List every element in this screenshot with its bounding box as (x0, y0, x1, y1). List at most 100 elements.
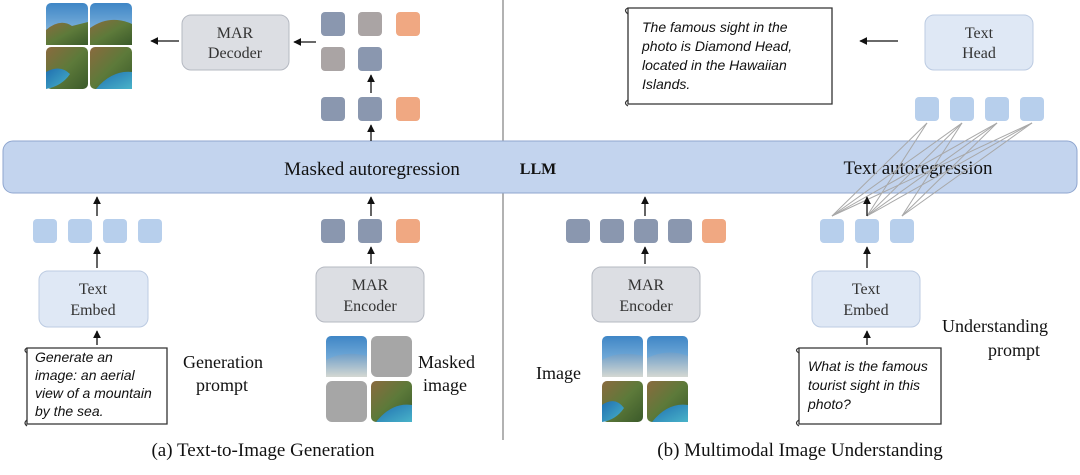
output-text-tokens (915, 97, 1044, 121)
attention-line (831, 122, 928, 217)
answer-line-1: The famous sight in the (642, 19, 788, 35)
image-label: Image (536, 363, 581, 383)
token (634, 219, 658, 243)
text-embed-box-right: Text Embed (811, 270, 921, 328)
image-tokens-right (566, 219, 726, 243)
mar-encoder-box-left: MAR Encoder (315, 266, 425, 323)
decoder-token-grid (321, 12, 420, 71)
text-head-rect (924, 14, 1034, 71)
scroll-curl (24, 347, 28, 427)
token (358, 97, 382, 121)
prompt-line-1: Generate an (35, 349, 113, 365)
mar-decoder-line2: Decoder (208, 45, 263, 62)
mar-encoder-line2: Encoder (619, 298, 673, 315)
token (915, 97, 939, 121)
token (321, 97, 345, 121)
token (321, 47, 345, 71)
token (950, 97, 974, 121)
image-tile-1-city (602, 353, 643, 377)
text-embed-rect (811, 270, 921, 328)
text-head-box: Text Head (924, 14, 1034, 71)
masked-image-label-2: image (423, 375, 467, 395)
image-tile-3-sea (602, 401, 624, 422)
masked-tile-4-sea (376, 404, 412, 422)
token (855, 219, 879, 243)
llm-output-tokens-left (321, 97, 420, 121)
token (890, 219, 914, 243)
token (321, 219, 345, 243)
gen-tile-1-land (46, 22, 88, 45)
mar-decoder-rect (181, 14, 290, 71)
generation-prompt-label-2: prompt (196, 375, 248, 395)
masked-autoregression-label: Masked autoregression (284, 159, 460, 180)
question-line-1: What is the famous (808, 358, 928, 374)
answer-line-2: photo is Diamond Head, (641, 38, 792, 54)
encoder-tokens-left (321, 219, 420, 243)
token (33, 219, 57, 243)
token (103, 219, 127, 243)
text-embed-rect (38, 270, 149, 328)
image-tile-4-sea (652, 404, 688, 422)
scroll-body (798, 347, 942, 425)
token (566, 219, 590, 243)
masked-tile-1-city (326, 353, 367, 377)
attention-line (866, 122, 963, 217)
mar-encoder-rect (591, 266, 701, 323)
attention-line (901, 122, 963, 217)
token (985, 97, 1009, 121)
token (138, 219, 162, 243)
llm-band: Masked autoregression LLM Text autoregre… (2, 140, 1078, 194)
prompt-line-2: image: an aerial (35, 367, 136, 383)
text-embed-line2: Embed (70, 302, 115, 319)
answer-line-3: located in the Hawaiian (642, 57, 787, 73)
understanding-prompt-label-2: prompt (988, 340, 1040, 360)
prompt-line-3: view of a mountain (35, 385, 152, 401)
token (396, 12, 420, 36)
token (1020, 97, 1044, 121)
llm-band-rect (2, 140, 1078, 194)
scroll-curl (624, 7, 629, 107)
answer-line-4: Islands. (642, 76, 690, 92)
llm-label: LLM (520, 161, 556, 178)
token (702, 219, 726, 243)
input-image (602, 336, 688, 422)
mar-encoder-rect (315, 266, 425, 323)
text-tokens-left (33, 219, 162, 243)
mar-decoder-line1: MAR (217, 25, 254, 42)
left-caption: (a) Text-to-Image Generation (151, 440, 375, 461)
token (358, 47, 382, 71)
token (396, 219, 420, 243)
answer-scroll: The famous sight in the photo is Diamond… (624, 7, 833, 107)
mar-encoder-box-right: MAR Encoder (591, 266, 701, 323)
masked-image (326, 336, 412, 422)
text-embed-line1: Text (79, 281, 108, 298)
text-head-line2: Head (962, 45, 996, 62)
question-line-3: photo? (807, 396, 851, 412)
attention-line (901, 122, 998, 217)
text-embed-line2: Embed (843, 302, 888, 319)
token (820, 219, 844, 243)
token (68, 219, 92, 243)
generation-prompt-scroll: Generate an image: an aerial view of a m… (24, 347, 168, 427)
masked-image-label-1: Masked (418, 352, 475, 372)
mar-decoder-box: MAR Decoder (181, 14, 290, 71)
question-tokens (820, 219, 914, 243)
mar-encoder-line2: Encoder (343, 298, 397, 315)
text-embed-line1: Text (852, 281, 881, 298)
understanding-prompt-label-1: Understanding (942, 316, 1048, 336)
token (668, 219, 692, 243)
text-head-line1: Text (965, 25, 994, 42)
scroll-body (26, 347, 168, 425)
token (358, 219, 382, 243)
mar-encoder-line1: MAR (628, 277, 665, 294)
token (321, 12, 345, 36)
gen-tile-3-sea (46, 68, 70, 89)
token (600, 219, 624, 243)
generated-image (46, 3, 132, 89)
text-embed-box-left: Text Embed (38, 270, 149, 328)
attention-line (866, 122, 928, 217)
question-scroll: What is the famous tourist sight in this… (795, 347, 942, 427)
token (396, 97, 420, 121)
mar-encoder-line1: MAR (352, 277, 389, 294)
